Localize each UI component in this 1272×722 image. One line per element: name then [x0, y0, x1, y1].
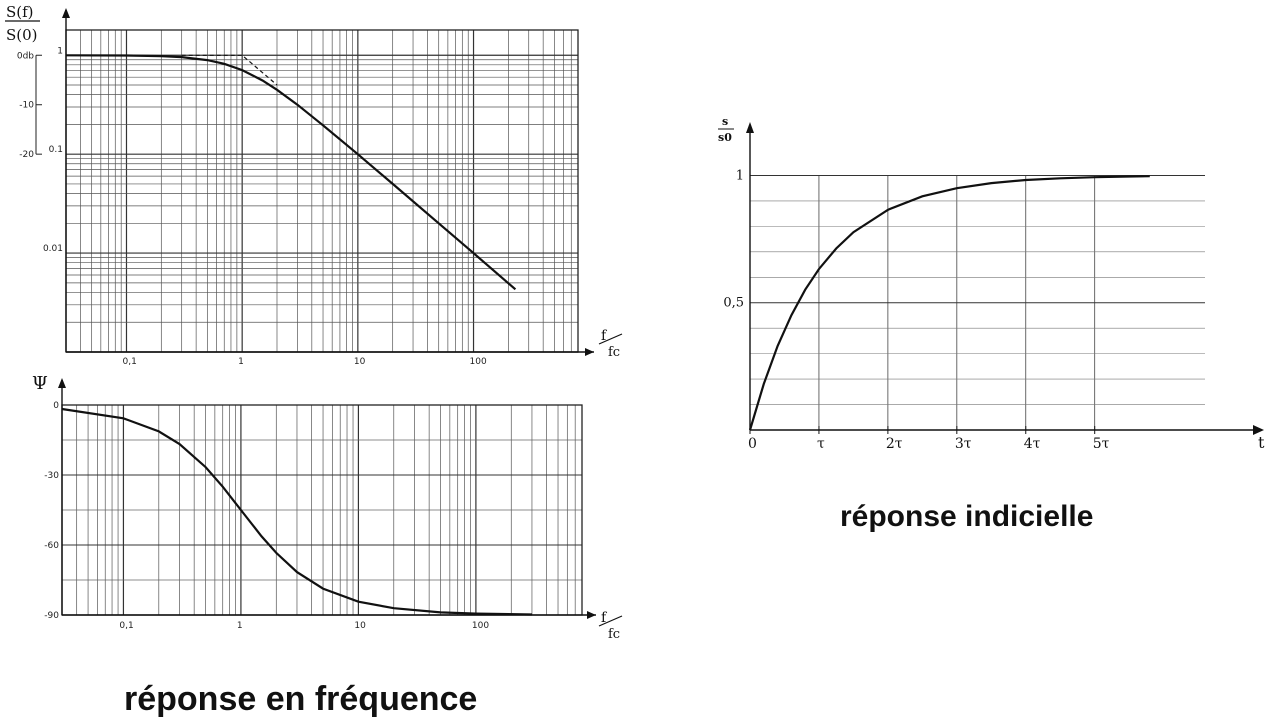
- magnitude-y-tick-label: 1: [57, 46, 63, 56]
- phase-x-tick-label: 100: [472, 621, 489, 631]
- phase-x-tick-label: 0,1: [119, 621, 133, 631]
- magnitude-y-label-denominator: S(0): [6, 26, 38, 44]
- phase-y-tick-label: -30: [44, 471, 59, 481]
- magnitude-y-tick-label: 0.1: [49, 145, 63, 155]
- phase-x-label-denominator: fc: [608, 627, 620, 642]
- magnitude-y-label-numerator: S(f): [6, 3, 34, 21]
- phase-y-tick-label: -60: [44, 541, 59, 551]
- step-x-tick-label: 3τ: [955, 436, 972, 452]
- phase-x-label-numerator: f: [601, 610, 608, 626]
- magnitude-response-curve: [65, 54, 517, 291]
- magnitude-x-tick-label: 10: [354, 357, 366, 367]
- caption-frequency-response: réponse en fréquence: [124, 680, 478, 718]
- step-x-tick-label: 4τ: [1024, 436, 1041, 452]
- step-x-tick-label: 5τ: [1093, 436, 1110, 452]
- phase-y-tick-label: -90: [44, 611, 59, 621]
- magnitude-x-label-fraction-bar: [598, 333, 623, 345]
- db-scale-tick-label: -20: [19, 150, 34, 160]
- phase-y-axis-arrow: [58, 378, 66, 388]
- db-scale-tick-label: 0db: [17, 51, 34, 61]
- step-x-tick-label: 2τ: [886, 436, 903, 452]
- magnitude-asymptote-dashed: [181, 54, 278, 86]
- step-response-curve: [748, 175, 1150, 431]
- magnitude-x-label-numerator: f: [601, 328, 608, 344]
- step-response-plot: 0 τ 2τ 3τ 4τ 5τ 0,5 1 s s0 t: [718, 115, 1265, 452]
- step-x-label: t: [1258, 433, 1265, 452]
- phase-x-tick-label: 1: [237, 621, 243, 631]
- phase-x-label-fraction-bar: [598, 615, 623, 627]
- magnitude-y-axis-arrow: [62, 8, 70, 18]
- step-y-label-numerator: s: [722, 115, 728, 128]
- phase-y-tick-label: 0: [53, 401, 59, 411]
- magnitude-plot-frame: [65, 29, 579, 353]
- magnitude-x-tick-label: 1: [238, 357, 244, 367]
- step-y-tick-label: 1: [736, 168, 744, 183]
- phase-response-curve: [61, 407, 533, 616]
- phase-y-label: Ψ: [32, 373, 48, 394]
- step-y-tick-label: 0,5: [723, 296, 744, 311]
- magnitude-x-axis-arrow: [585, 348, 594, 356]
- magnitude-y-tick-label: 0.01: [43, 244, 63, 254]
- step-y-label-denominator: s0: [718, 131, 732, 144]
- step-y-axis-arrow: [746, 122, 754, 133]
- phase-x-tick-label: 10: [354, 621, 366, 631]
- step-x-tick-label: τ: [817, 436, 825, 452]
- magnitude-x-label-denominator: fc: [608, 345, 620, 360]
- magnitude-plot: 0,1 1 10 100 1 0.1 0.01 0db -10 -20 S(f) S(0) ffc: [5, 3, 623, 367]
- magnitude-x-tick-label: 100: [470, 357, 487, 367]
- phase-x-axis-arrow: [587, 611, 596, 619]
- caption-step-response: réponse indicielle: [840, 500, 1094, 533]
- step-x-tick-label: 0: [748, 436, 757, 452]
- step-x-axis-arrow: [1253, 425, 1264, 435]
- db-scale-tick-label: -10: [19, 101, 34, 111]
- magnitude-x-tick-label: 0,1: [122, 357, 136, 367]
